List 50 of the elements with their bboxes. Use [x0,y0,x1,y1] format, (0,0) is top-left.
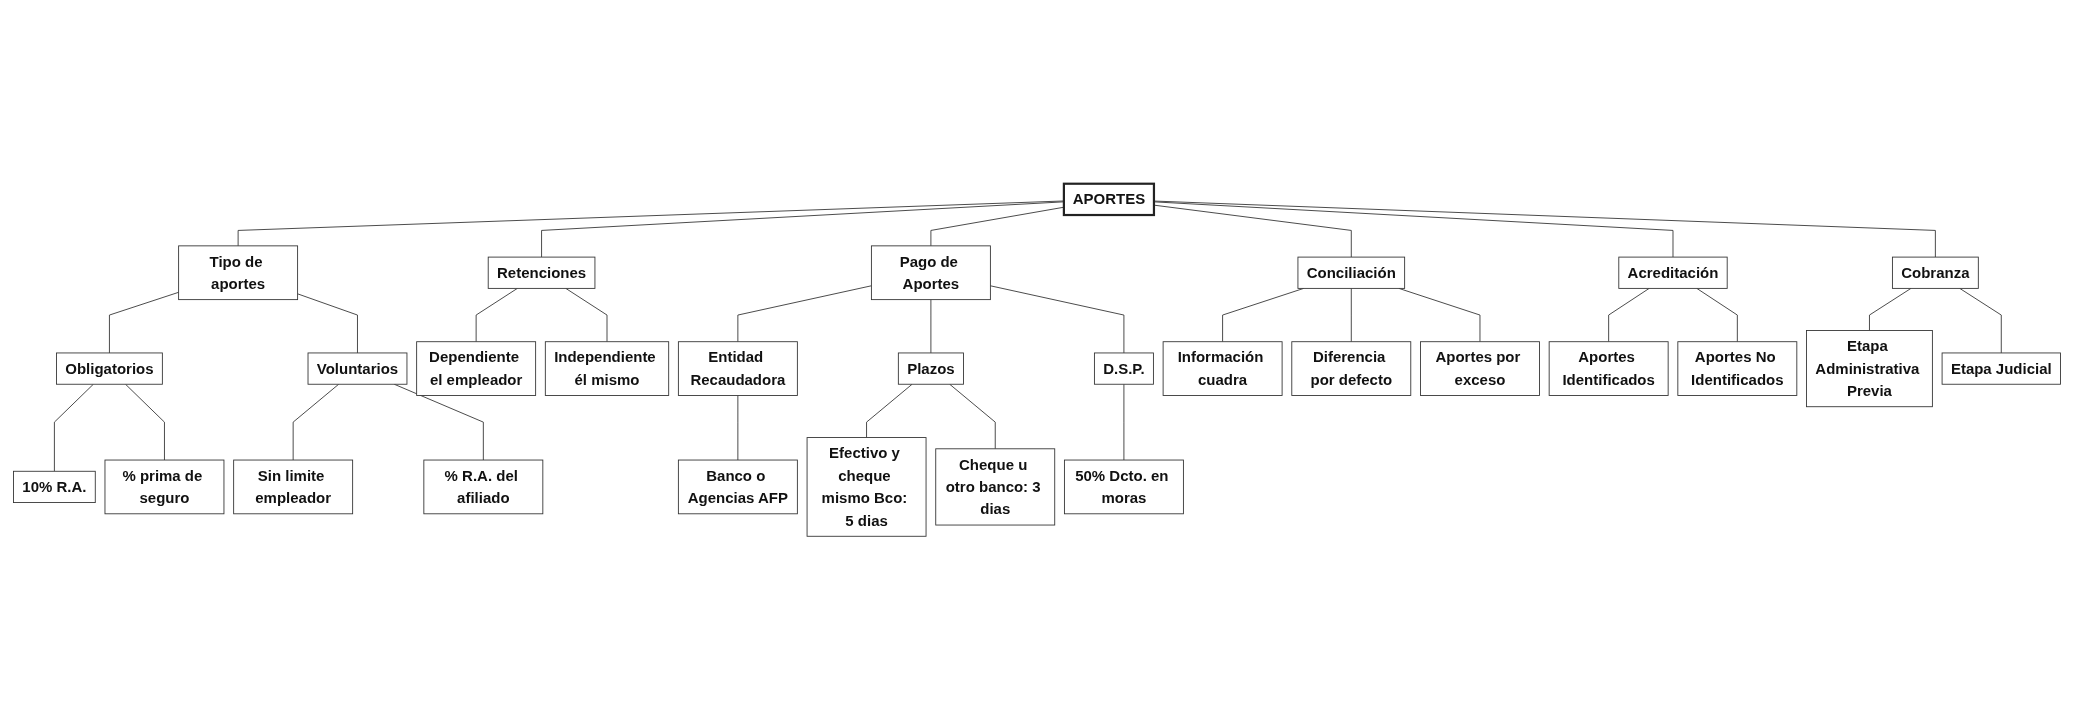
node-box: Aportes Identificados [1548,341,1669,396]
connector [1123,383,1125,461]
node-box: Voluntarios [307,352,408,385]
connector [737,285,872,343]
connector [297,293,358,354]
node-box: Etapa Judicial [1941,352,2061,385]
node-box: D.S.P. [1094,352,1154,385]
connector [989,285,1125,354]
node-box: Aportes por exceso [1420,341,1540,396]
node-box: Retenciones [487,256,596,289]
node-box: Etapa Administrativa Previa [1806,330,1933,408]
connector [292,383,340,461]
node-box: Tipo de aportes [178,245,299,301]
node-box: APORTES [1062,182,1156,217]
connector [109,291,180,354]
node-box: Información cuadra [1162,341,1283,396]
node-box: Dependiente el empleador [416,341,537,396]
node-box: Independiente él mismo [544,341,670,396]
node-box: Obligatorios [56,352,163,385]
connector [1350,287,1352,343]
node-box: Plazos [897,352,964,385]
node-box: Diferencia por defecto [1291,341,1412,396]
node-box: Banco o Agencias AFP [677,459,798,515]
connector [737,395,739,461]
node-box: 10% R.A. [13,470,96,503]
connector [930,299,932,354]
node-box: Pago de Aportes [870,245,991,301]
connector [949,383,996,450]
connector [1153,204,1352,258]
connector [1869,287,1912,331]
connector [475,287,518,343]
node-box: Sin limite empleador [233,459,354,515]
node-box: % prima de seguro [104,459,225,515]
connector [53,383,94,472]
node-box: Efectivo y cheque mismo Bco: 5 dias [806,437,927,537]
connector [1153,201,1674,258]
node-box: Conciliación [1297,256,1406,289]
node-box: Aportes No Identificados [1677,341,1798,396]
node-box: Cheque u otro banco: 3 dias [935,448,1056,526]
connector [1696,287,1738,343]
node-box: Cobranza [1892,256,1979,289]
connector [866,383,913,438]
node-box: Entidad Recaudadora [677,341,798,396]
connector [565,287,608,343]
node-box: % R.A. del afiliado [423,459,544,515]
node-box: 50% Dcto. en moras [1064,459,1184,515]
connector [125,383,165,461]
node-box: Acreditación [1618,256,1728,289]
connector [1608,287,1650,343]
connector [1153,200,1936,258]
